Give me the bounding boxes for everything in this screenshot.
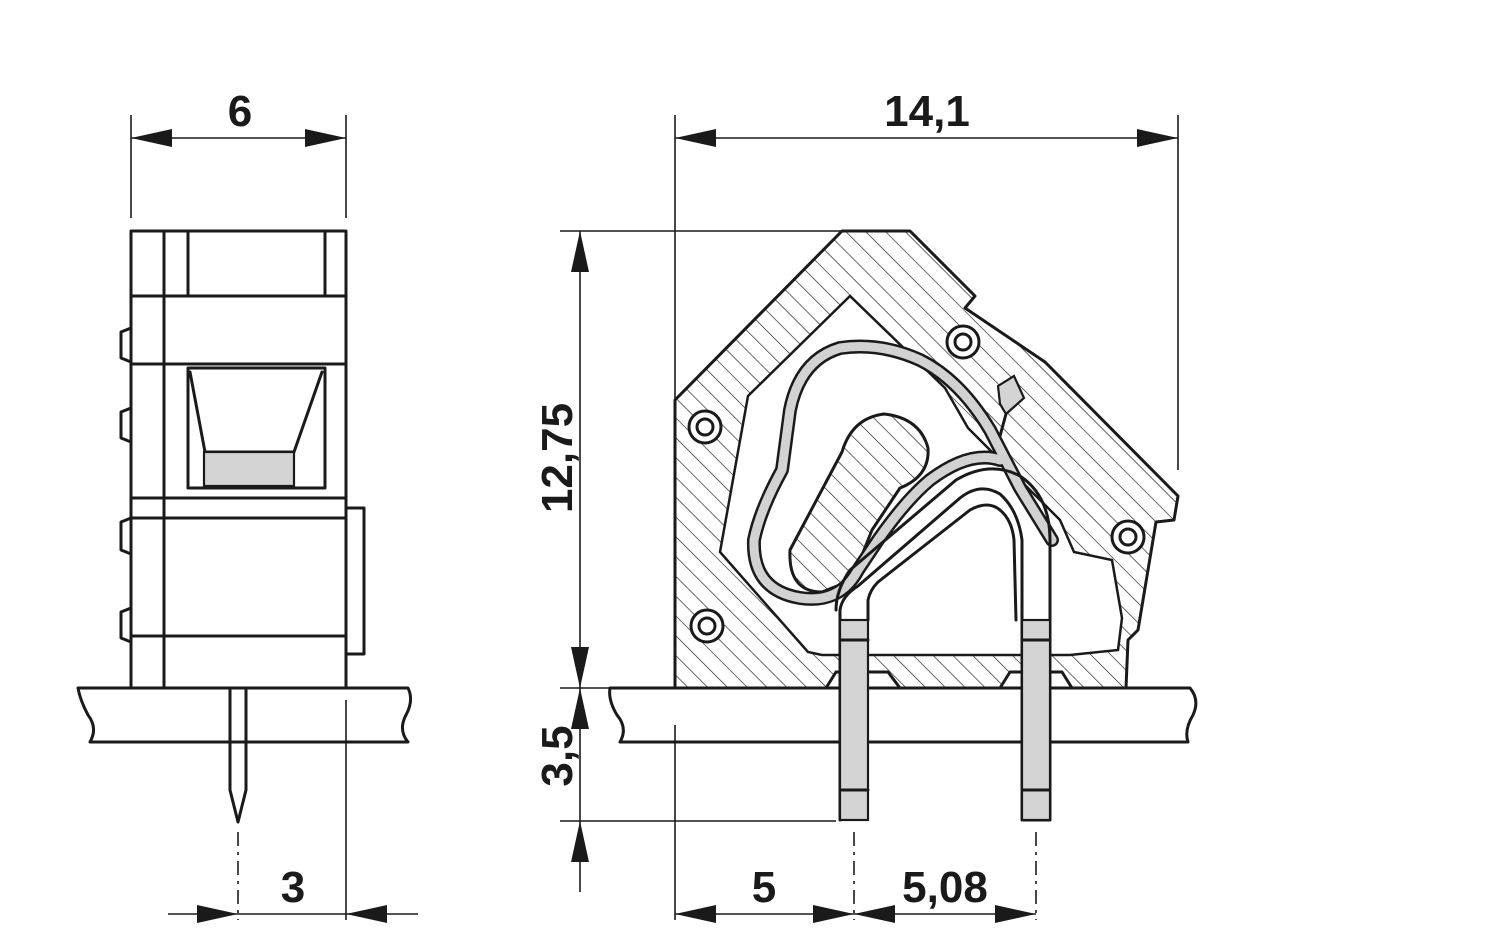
side-bump xyxy=(119,406,133,444)
dim-label-pitch: 5,08 xyxy=(902,863,988,912)
dim-label-overall-width: 14,1 xyxy=(884,87,970,136)
dim-label-pin-offset: 3 xyxy=(281,863,305,912)
front-actuator xyxy=(996,374,1026,416)
dim-label-edge-to-pin: 5 xyxy=(752,863,776,912)
front-pin-right-lead xyxy=(1020,618,1052,822)
front-view: 14,1 12,75 3,5 5 5,08 xyxy=(533,87,1198,923)
side-solder-pin xyxy=(228,686,248,824)
front-screw-hole xyxy=(1110,519,1146,555)
front-screw-hole xyxy=(945,324,981,360)
dim-label-height: 12,75 xyxy=(533,403,582,513)
front-pcb-board xyxy=(608,686,1198,744)
side-latch-tab xyxy=(344,506,366,656)
side-pcb-board xyxy=(76,686,413,744)
dim-side-width: 6 xyxy=(131,87,346,147)
side-bump xyxy=(119,326,133,364)
dim-edge-to-pin: 5 xyxy=(675,863,854,923)
dim-pin-length: 3,5 xyxy=(533,688,589,892)
side-bump xyxy=(119,516,133,556)
front-screw-hole xyxy=(689,608,725,644)
dim-overall-width: 14,1 xyxy=(675,87,1178,147)
dim-height: 12,75 xyxy=(533,231,589,688)
dim-pin-offset: 3 xyxy=(168,863,418,923)
dim-pitch: 5,08 xyxy=(854,863,1036,923)
dim-label-pin-length: 3,5 xyxy=(533,725,582,786)
front-pin-left-lead xyxy=(838,618,870,822)
dim-label-side-width: 6 xyxy=(228,87,252,136)
front-screw-hole xyxy=(687,409,723,445)
side-wire-entry xyxy=(186,366,327,490)
front-clamp-body xyxy=(788,412,930,594)
side-view: 6 3 xyxy=(76,87,418,923)
side-bump xyxy=(119,606,133,644)
